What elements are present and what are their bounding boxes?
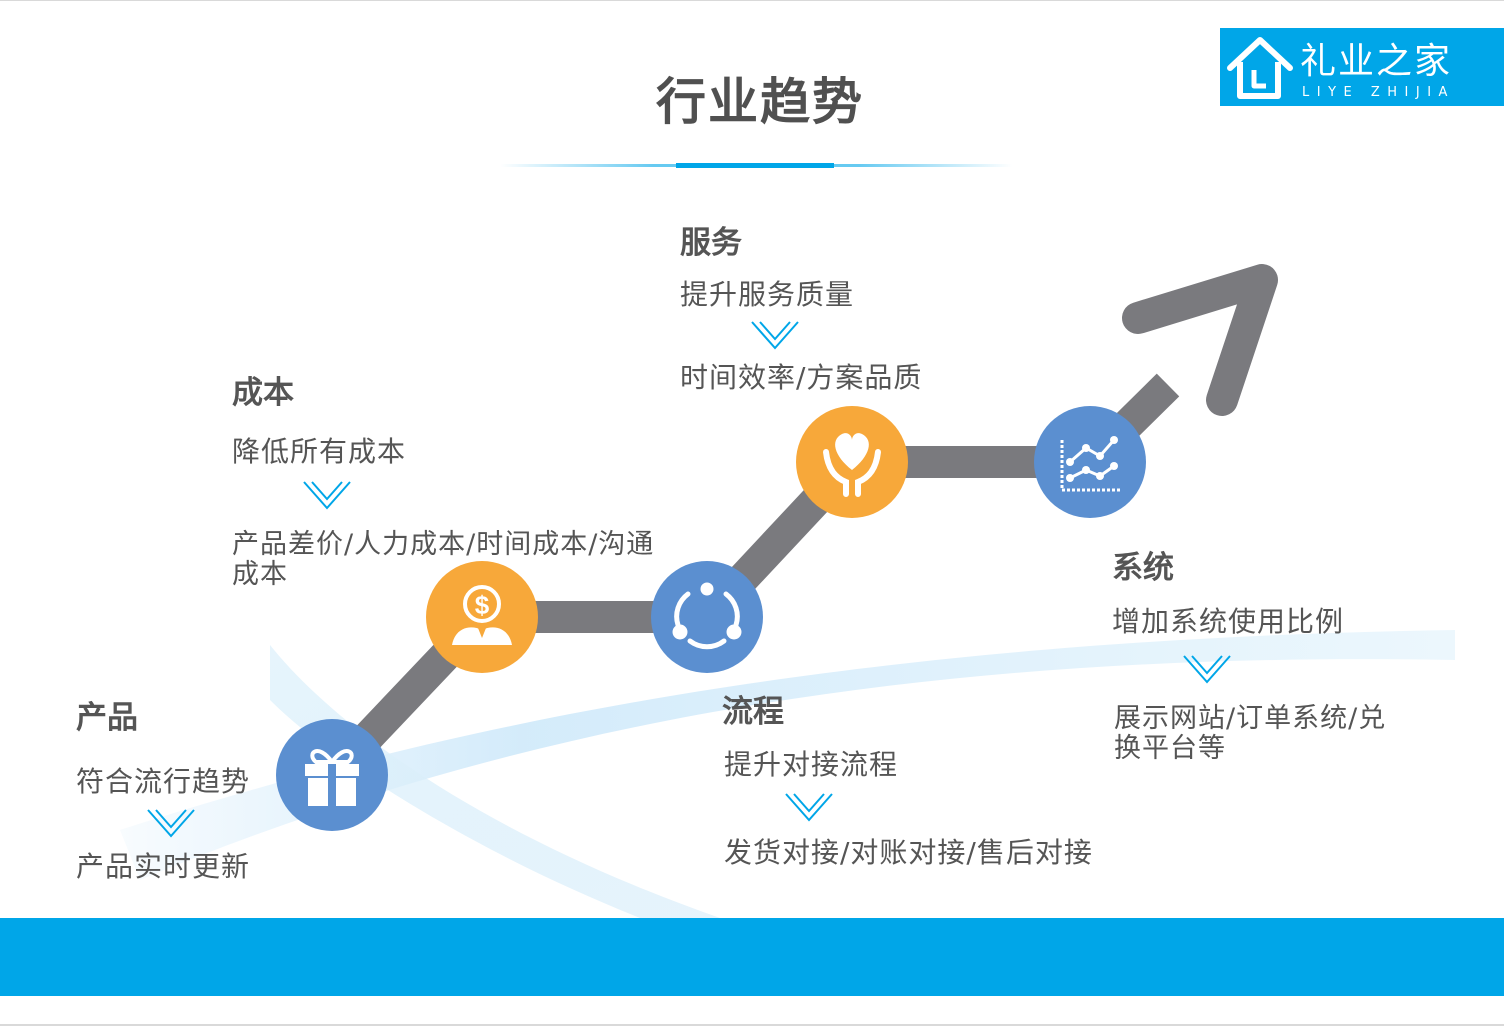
logo-name: 礼业之家 xyxy=(1300,41,1453,82)
chevron-down-icon xyxy=(751,321,799,350)
chevron-down-icon xyxy=(303,481,351,510)
step-5-detail: 展示网站/订单系统/兑换平台等 xyxy=(1114,703,1387,764)
step-2-detail: 产品差价/人力成本/时间成本/沟通成本 xyxy=(232,529,655,590)
chevron-down-icon xyxy=(785,793,833,822)
footer-bar xyxy=(0,918,1504,996)
chevron-down-icon xyxy=(1183,655,1231,684)
bottom-border xyxy=(0,1024,1504,1026)
chevron-down-icon xyxy=(147,809,195,838)
step-2-heading: 成本 xyxy=(232,375,294,411)
step-1-heading: 产品 xyxy=(76,700,138,736)
step-3-heading: 流程 xyxy=(722,694,784,730)
step-4-point: 提升服务质量 xyxy=(680,278,855,311)
trend-arrow-head xyxy=(1122,264,1278,416)
brand-logo: 礼业之家 LIYE ZHIJIA xyxy=(1220,28,1504,106)
page-title: 行业趋势 xyxy=(656,73,864,131)
top-border xyxy=(0,0,1504,1)
step-1-detail: 产品实时更新 xyxy=(76,850,251,883)
step-5-heading: 系统 xyxy=(1112,550,1174,586)
step-4-detail: 时间效率/方案品质 xyxy=(680,361,923,394)
step-5-point: 增加系统使用比例 xyxy=(1112,605,1345,638)
heart-hands-icon xyxy=(823,433,881,497)
logo-pinyin: LIYE ZHIJIA xyxy=(1302,85,1455,100)
title-underline xyxy=(500,163,1012,168)
step-2-point: 降低所有成本 xyxy=(232,435,407,468)
house-logo-icon xyxy=(1227,37,1293,99)
chart-icon xyxy=(1060,436,1120,492)
step-1-circle xyxy=(276,719,388,831)
step-3-detail: 发货对接/对账对接/售后对接 xyxy=(724,836,1093,869)
step-4-heading: 服务 xyxy=(680,225,742,261)
step-2-circle: $ xyxy=(426,561,538,673)
dollar-hand-icon: $ xyxy=(452,585,512,645)
svg-text:$: $ xyxy=(475,590,490,620)
step-5-circle xyxy=(1034,406,1146,518)
step-1-point: 符合流行趋势 xyxy=(76,765,251,798)
step-3-point: 提升对接流程 xyxy=(724,748,899,781)
step-4-circle xyxy=(796,406,908,518)
gift-icon xyxy=(305,749,359,806)
background-swoosh xyxy=(120,630,1455,918)
step-3-circle xyxy=(651,561,763,673)
flow-cycle-icon xyxy=(672,582,742,650)
